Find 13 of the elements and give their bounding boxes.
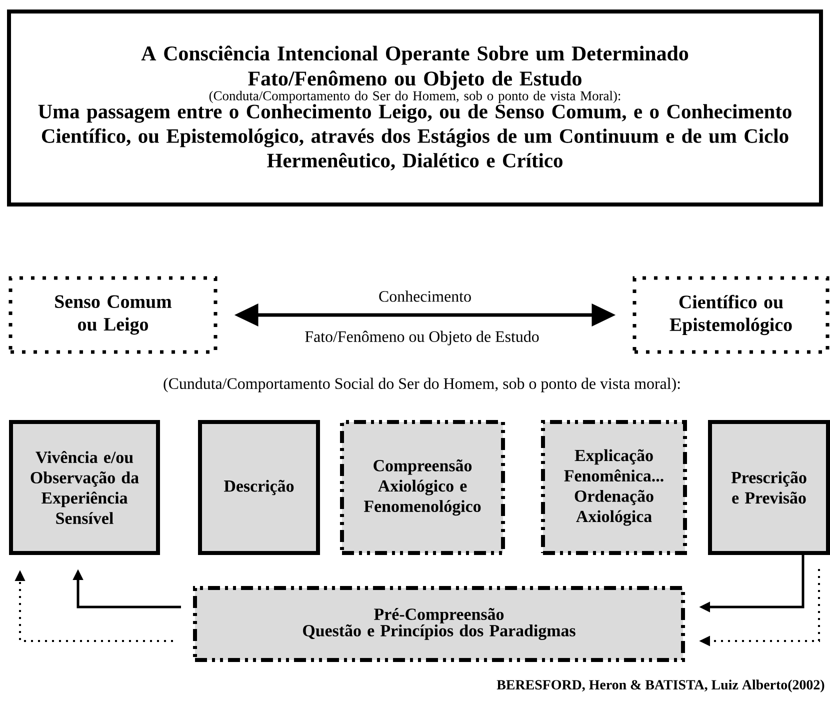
paradigm-box: Pré-Compreensão Questão e Princípios dos Paradigmas (193, 586, 685, 662)
stage-box: Prescrição e Previsão (708, 420, 830, 555)
stage-box: Explicação Fenomênica... Ordenação Axiológica (541, 420, 687, 555)
stage-box: Compreensão Axiológico e Fenomenológico (340, 420, 505, 555)
dotted-box: Científico ou Epistemológico (632, 276, 830, 354)
edge-label: Conhecimento (378, 290, 472, 303)
caption-text: Fato/Fenômeno ou Objeto de Estudo (305, 330, 539, 346)
title-box: A Consciência Intencional Operante Sobre um Determinado Fato/Fenômeno ou Objeto de Estudo (Conduta/Comportamento do Ser do Homem, sob o ponto de vista Moral): Uma passagem entre o Conhecimento Leigo, ou de Senso Comum, e o Conhecimento Científico, ou Epistemológico, através dos Estágios de um Continuum e de um Ciclo Hermenêutico, Dialético e Crítico (7, 10, 823, 206)
dotted-box: Senso Comum ou Leigo (8, 276, 218, 354)
source-text: BERESFORD, Heron & BATISTA, Luiz Alberto(2002) (496, 680, 824, 692)
stage-box: Vivência e/ou Observação da Experiência Sensível (9, 420, 160, 555)
note-text: (Cunduta/Comportamento Social do Ser do Homem, sob o ponto de vista moral): (164, 378, 680, 392)
stage-box: Descrição (198, 420, 320, 555)
